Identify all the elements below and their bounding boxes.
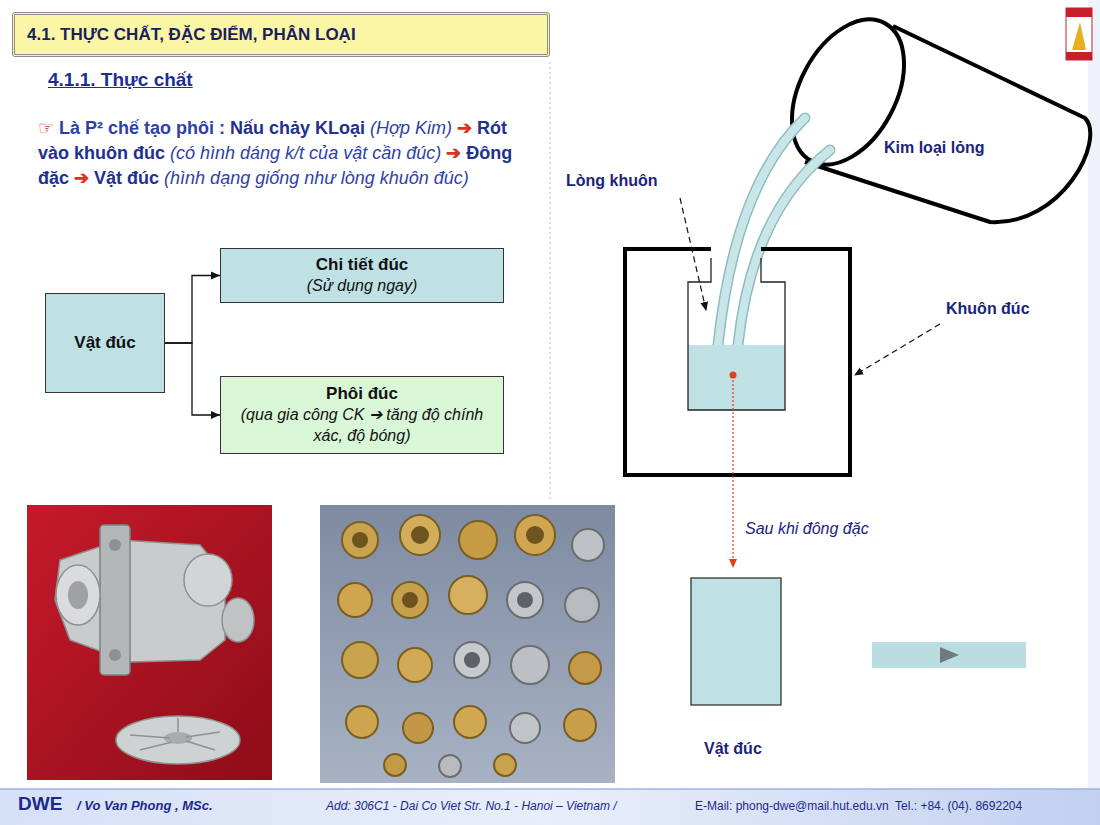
brass-fitting — [400, 515, 440, 555]
steel-fitting — [510, 713, 540, 743]
logo — [1066, 8, 1092, 60]
logo-frame — [1066, 8, 1092, 60]
footer-author: / Vo Van Phong , MSc. — [77, 798, 213, 813]
box-note: (Sử dụng ngay) — [307, 275, 418, 296]
steel-fitting — [454, 642, 490, 678]
play-triangle — [940, 647, 959, 663]
solidify-arrow — [732, 380, 733, 567]
step-note: (Hợp Kim) — [370, 118, 452, 138]
slide-title: 4.1. THỰC CHẤT, ĐẶC ĐIỂM, PHÂN LOẠI — [27, 25, 356, 45]
brass-nut — [384, 754, 406, 776]
fitting-bore — [411, 526, 429, 544]
bolt-hole — [109, 539, 121, 551]
pointer-symbol: ☞ — [38, 118, 54, 138]
leader-line — [855, 324, 940, 375]
steel-nut — [439, 755, 461, 777]
molten-fill — [688, 345, 785, 410]
step-arrow: ➔ — [446, 143, 461, 163]
ladle — [769, 1, 1090, 223]
bolt-hole — [109, 649, 121, 661]
box-note: (qua gia công CK ➔ tăng độ chính xác, độ… — [231, 404, 493, 446]
brass-fitting — [459, 521, 497, 559]
play-button — [872, 642, 1026, 668]
fitting-bore — [464, 652, 480, 668]
pipe-end — [56, 565, 100, 625]
box-heading: Vật đúc — [74, 333, 135, 353]
logo-band — [1066, 8, 1092, 17]
brass-fitting — [569, 652, 601, 684]
step-arrow: ➔ — [74, 168, 89, 188]
definition-paragraph: ☞ Là P² chế tạo phôi : Nấu chảy KLoại (H… — [38, 116, 522, 191]
photo-ground — [320, 505, 615, 783]
footer-rule — [0, 788, 1100, 790]
impeller-vanes — [130, 718, 220, 750]
process-step: Vật đúc — [94, 168, 159, 188]
steel-fitting — [511, 646, 549, 684]
brass-fitting — [392, 582, 428, 618]
edge-tint — [1088, 0, 1100, 790]
brass-fitting — [564, 709, 596, 741]
step-arrow: ➔ — [457, 118, 472, 138]
title-band: 4.1. THỰC CHẤT, ĐẶC ĐIỂM, PHÂN LOẠI — [12, 12, 550, 57]
brass-fitting — [346, 706, 378, 738]
brass-fitting — [515, 515, 555, 555]
definition-text: Là P² chế tạo phôi : — [59, 118, 225, 138]
mould-cavity — [688, 258, 785, 410]
footer-address: Add: 306C1 - Dai Co Viet Str. No.1 - Han… — [326, 799, 617, 813]
step-note: (hình dạng giống như lòng khuôn đúc) — [164, 168, 469, 188]
divider-line — [549, 62, 551, 500]
mould — [625, 249, 850, 475]
branch-connector — [165, 276, 220, 344]
photo-fittings — [320, 505, 615, 783]
part-label: Vật đúc — [704, 740, 762, 758]
steel-fitting — [565, 588, 599, 622]
process-box: Vật đúc — [45, 293, 165, 393]
photo-cast-part — [27, 505, 272, 780]
brass-fitting — [342, 522, 378, 558]
footer-contact: E-Mail: phong-dwe@mail.hut.edu.vn Tel.: … — [695, 799, 1022, 813]
brass-fitting — [454, 706, 486, 738]
footer-brand: DWE — [18, 793, 62, 815]
step-label: Sau khi đông đặc — [745, 520, 869, 538]
brass-nut — [494, 754, 516, 776]
photo-ground — [27, 505, 272, 780]
logo-band — [1066, 52, 1092, 60]
brass-fitting — [403, 713, 433, 743]
fitting-bore — [402, 592, 418, 608]
steel-fitting — [507, 582, 543, 618]
pipe-bore — [68, 581, 88, 609]
logo-flame — [1072, 22, 1086, 50]
steel-fitting — [572, 529, 604, 561]
footer-band — [0, 789, 1100, 825]
part-label: Khuôn đúc — [946, 300, 1030, 318]
fitting-bore — [526, 526, 544, 544]
section-heading: 4.1.1. Thực chất — [48, 69, 193, 91]
marker-dot — [730, 372, 737, 379]
fitting-bore — [352, 532, 368, 548]
fitting-bore — [517, 592, 533, 608]
box-heading: Chi tiết đúc — [316, 255, 409, 275]
mould-outline — [625, 249, 850, 475]
process-box: Chi tiết đúc(Sử dụng ngay) — [220, 248, 504, 303]
brass-fitting — [342, 642, 378, 678]
step-note: (có hình dáng k/t của vật cần đúc) — [170, 143, 441, 163]
brass-fitting — [449, 576, 487, 614]
pipe-end — [184, 554, 232, 606]
brass-fitting — [338, 583, 372, 617]
part-label: Kim loại lỏng — [884, 139, 984, 157]
valve-flange — [100, 525, 130, 675]
box-heading: Phôi đúc — [326, 384, 398, 404]
process-box: Phôi đúc(qua gia công CK ➔ tăng độ chính… — [220, 376, 504, 454]
part-label: Lòng khuôn — [566, 172, 658, 190]
leader-line — [680, 198, 706, 310]
casting-block — [691, 578, 781, 705]
brass-fitting — [398, 648, 432, 682]
process-step: Nấu chảy KLoại — [230, 118, 365, 138]
boss — [222, 598, 254, 642]
impeller — [116, 716, 240, 764]
branch-connector — [165, 343, 220, 415]
